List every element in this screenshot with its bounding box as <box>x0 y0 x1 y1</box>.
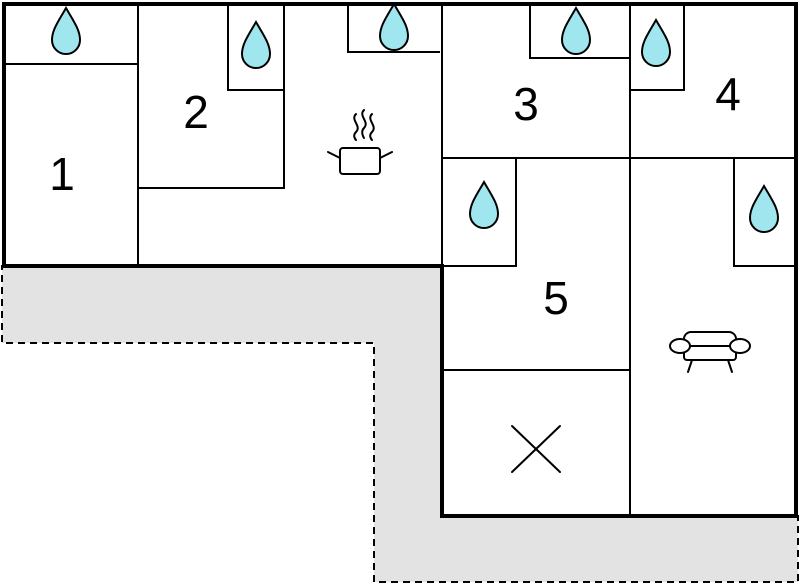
room-label-2: 2 <box>183 86 209 138</box>
water-drop-icons <box>50 1 780 233</box>
water-drop-icon <box>50 5 82 55</box>
interior-walls <box>4 4 796 514</box>
water-drop-icon <box>748 183 780 233</box>
terrace-area <box>1 265 799 583</box>
room-label-4: 4 <box>715 68 741 120</box>
water-drop-icon <box>640 17 672 67</box>
room-label-1: 1 <box>49 148 75 200</box>
cooking-pot-icon <box>327 109 393 175</box>
water-drop-icon <box>378 1 410 51</box>
sofa-icon <box>669 331 751 373</box>
room-label-3: 3 <box>513 78 539 130</box>
water-drop-icon <box>240 19 272 69</box>
exterior-walls <box>2 2 798 518</box>
water-drop-icon <box>468 179 500 229</box>
room-label-5: 5 <box>543 272 569 324</box>
water-drop-icon <box>560 5 592 55</box>
cross-icon <box>511 425 561 473</box>
